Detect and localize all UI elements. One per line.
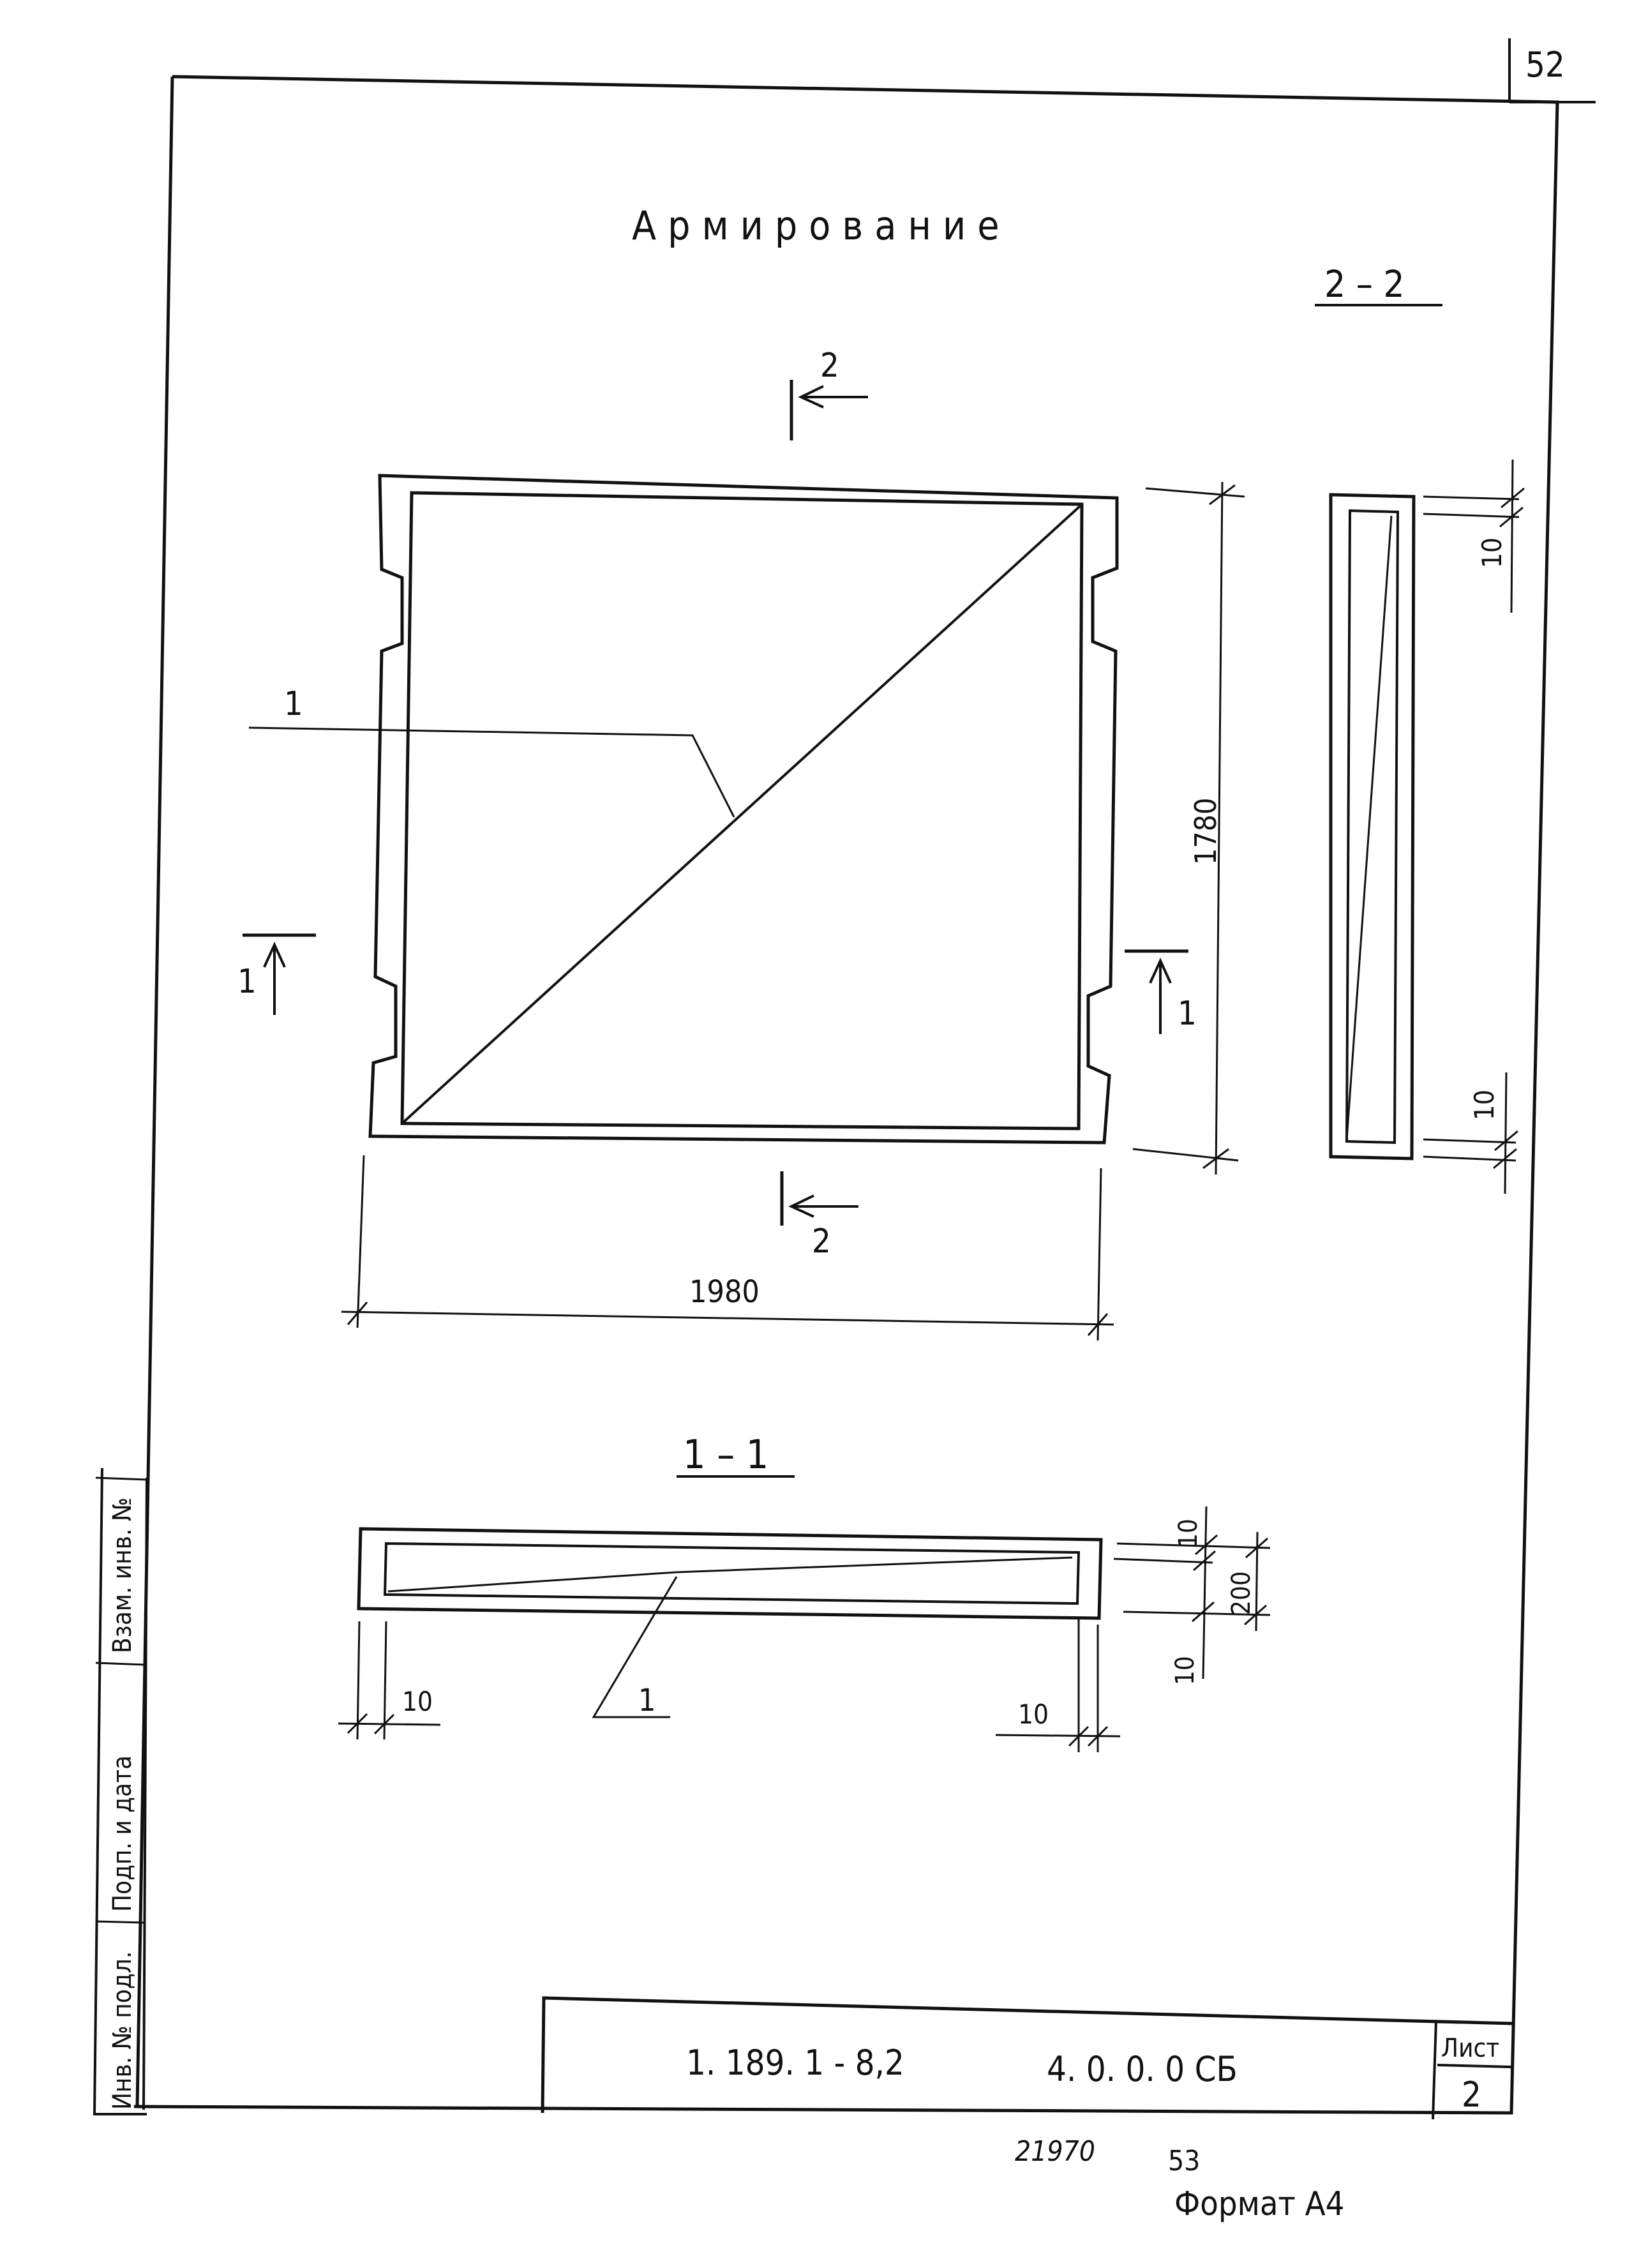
side-stamp-inv-podl: Инв. № подл. — [108, 1951, 137, 2110]
footer-archive-number: 21970 — [1015, 2135, 1095, 2168]
section-mark-2-top: 2 — [790, 347, 868, 440]
section-mark-2-bottom: 2 — [780, 1171, 858, 1261]
svg-text:2: 2 — [820, 347, 839, 385]
side-stamp: Инв. № подл. Подп. и дата Взам. инв. № — [93, 1468, 148, 2115]
drawing-title: Армирование — [632, 202, 1011, 249]
footer-format: Формат А4 — [1174, 2185, 1344, 2223]
section-1-1-rebar — [383, 1542, 1081, 1605]
section-2-2-rebar — [1345, 509, 1400, 1145]
title-block-mark: 4. 0. 0. 0 СБ — [1047, 2049, 1238, 2089]
section-2-2-title: 2 – 2 — [1324, 262, 1405, 306]
reinforcement-frame — [400, 491, 1084, 1130]
title-block-sheet-label: Лист — [1441, 2034, 1499, 2063]
leader-line-1 — [248, 726, 735, 818]
page-number: 52 — [1525, 45, 1565, 85]
reinforcement-diagonal — [402, 505, 1081, 1123]
leader-label-1: 1 — [284, 685, 303, 723]
section-1-1-leader — [592, 1576, 678, 1718]
section-mark-1-right: 1 — [1125, 949, 1197, 1034]
section-1-1-dim-top: 10 — [1174, 1519, 1203, 1548]
footer: 21970 53 Формат А4 — [1015, 2135, 1344, 2223]
svg-text:1: 1 — [1178, 995, 1197, 1033]
section-2-2-dim-bottom: 10 — [1469, 1090, 1500, 1120]
section-1-1-dim-bottom: 10 — [1171, 1656, 1200, 1685]
plan-view: 1 2 2 1 1 — [237, 347, 1245, 1341]
svg-text:2: 2 — [812, 1222, 831, 1261]
section-2-2-outline — [1329, 493, 1416, 1160]
section-1-1-title: 1 – 1 — [683, 1431, 768, 1478]
section-2-2: 2 – 2 10 10 — [1315, 262, 1525, 1194]
section-2-2-dim-top: 10 — [1476, 537, 1508, 568]
footer-page-ref: 53 — [1168, 2145, 1200, 2177]
svg-text:1: 1 — [237, 963, 257, 1001]
page-number-box: 52 — [1508, 38, 1596, 103]
dimension-height: 1780 — [1132, 481, 1245, 1175]
panel-outline — [368, 474, 1119, 1145]
side-stamp-podp-data: Подп. и дата — [108, 1755, 137, 1912]
side-stamp-vzam-inv: Взам. инв. № — [108, 1498, 137, 1653]
section-mark-1-left: 1 — [237, 933, 316, 1015]
dimension-width: 1980 — [341, 1155, 1114, 1341]
section-1-1-leader-label: 1 — [638, 1683, 655, 1718]
title-block-sheet-number: 2 — [1462, 2075, 1481, 2115]
section-1-1-outline — [357, 1527, 1103, 1620]
dimension-height-value: 1780 — [1188, 798, 1223, 865]
section-1-1-dim-right: 10 — [1018, 1699, 1049, 1730]
section-1-1-dim-left: 10 — [402, 1686, 433, 1717]
section-1-1: 1 – 1 1 10 200 10 10 10 — [338, 1431, 1271, 1752]
title-block-doc-code: 1. 189. 1 - 8,2 — [686, 2043, 904, 2083]
title-block: 1. 189. 1 - 8,2 4. 0. 0. 0 СБ Лист 2 — [541, 1996, 1513, 2120]
drawing-frame — [133, 75, 1559, 2115]
dimension-width-value: 1980 — [689, 1274, 760, 1310]
section-1-1-dim-height: 200 — [1227, 1571, 1256, 1615]
